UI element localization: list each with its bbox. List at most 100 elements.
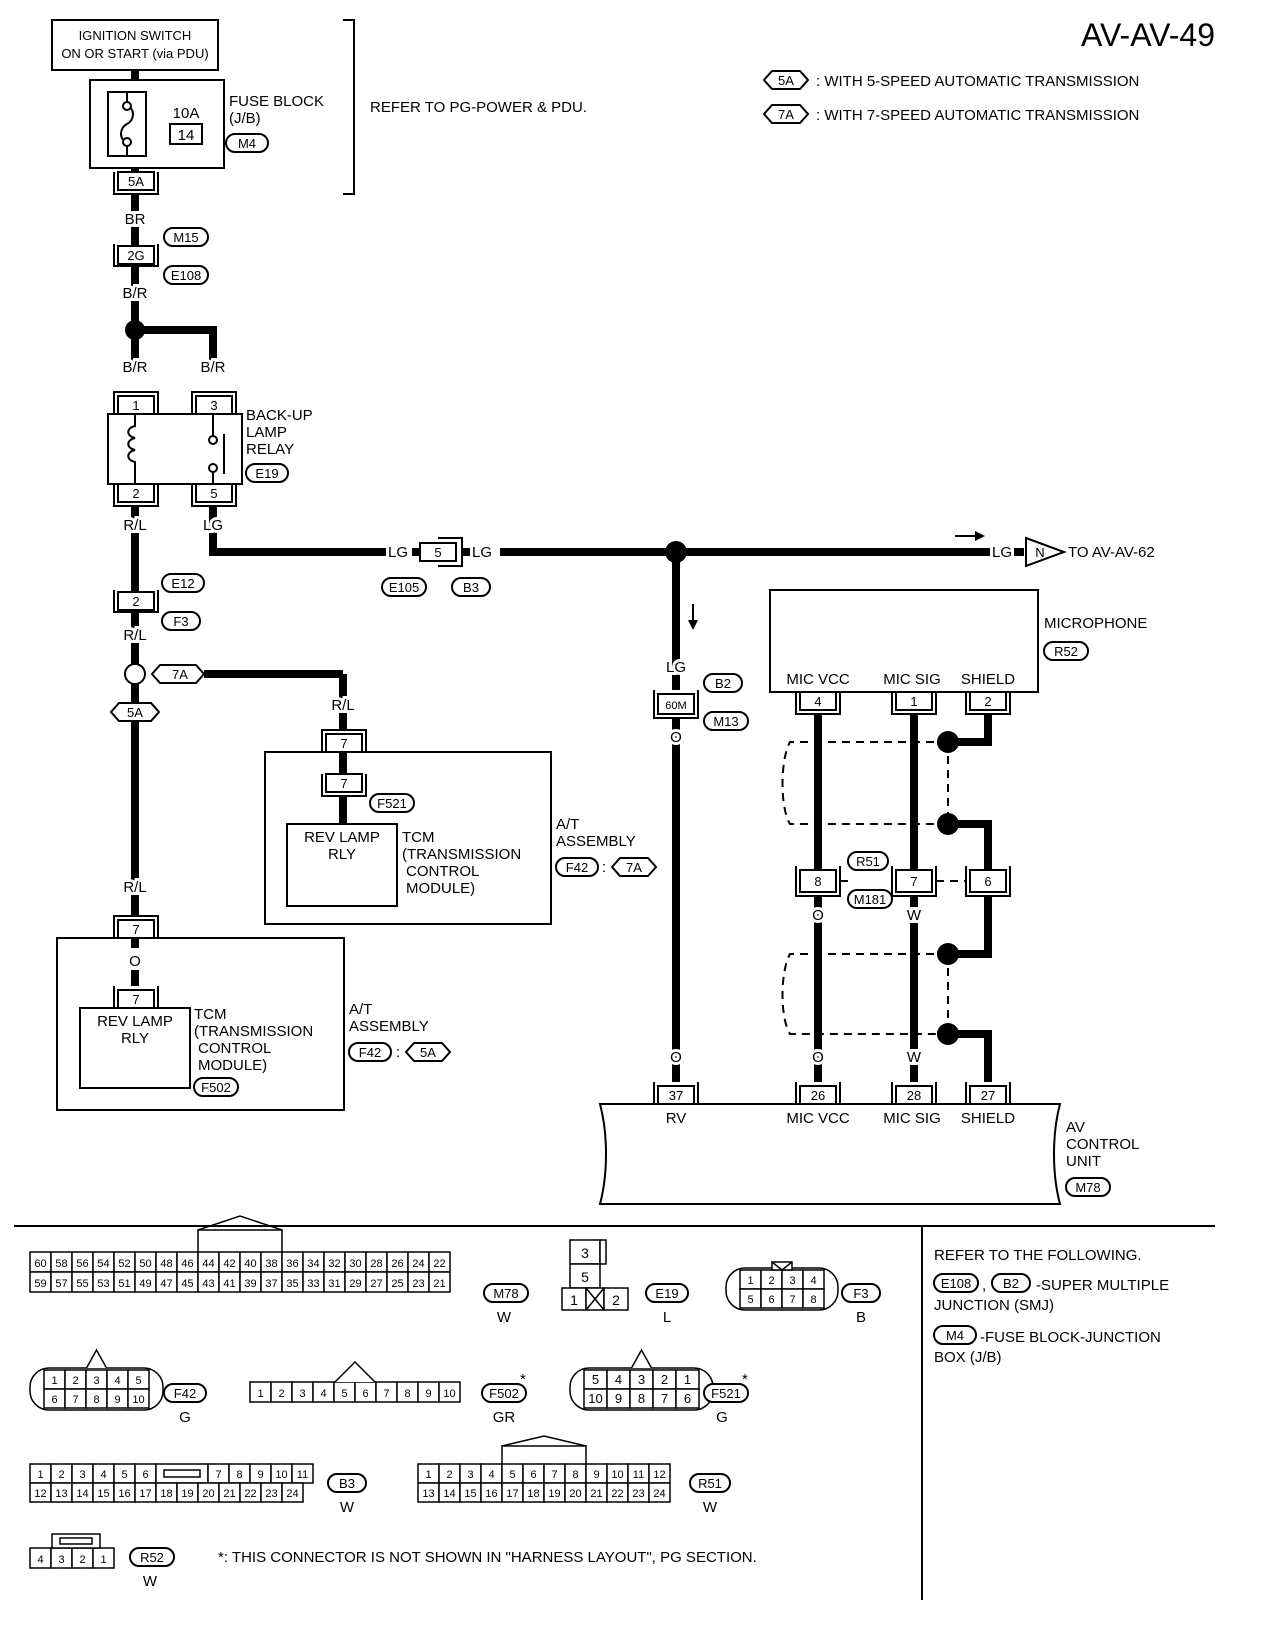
ignition-line1: IGNITION SWITCH xyxy=(79,28,192,43)
face-f42-pin: 7 xyxy=(72,1394,78,1406)
page-id: AV-AV-49 xyxy=(1081,17,1215,53)
face-f42-pin: 6 xyxy=(51,1394,57,1406)
tag-7a-text: 7A xyxy=(172,667,188,682)
face-m78-pin: 21 xyxy=(433,1278,445,1290)
face-m78-pin: 42 xyxy=(223,1258,235,1270)
face-r51-pin: 19 xyxy=(548,1488,560,1500)
face-m78-pin: 47 xyxy=(160,1278,172,1290)
mic-pin-1: 1 xyxy=(910,694,917,709)
face-f3-pin: 2 xyxy=(768,1275,774,1287)
face-m78-color: W xyxy=(497,1309,512,1326)
face-m78-pin: 26 xyxy=(391,1258,403,1270)
face-b3-pin: 23 xyxy=(265,1488,277,1500)
face-m78-pin: 43 xyxy=(202,1278,214,1290)
tag-5a-text: 5A xyxy=(127,705,143,720)
face-f3-pin: 6 xyxy=(768,1294,774,1306)
conn-m78: M78 xyxy=(1075,1180,1100,1195)
av-control-unit: 37 26 28 27 RV MIC VCC MIC SIG SHIELD xyxy=(598,1082,1062,1205)
tcm7a-rev1: REV LAMP xyxy=(304,829,380,846)
refer-comma: , xyxy=(982,1277,986,1294)
refer-jb2: BOX (J/B) xyxy=(934,1349,1002,1366)
relay-label1: BACK-UP xyxy=(246,407,313,424)
face-m78-pin: 28 xyxy=(370,1258,382,1270)
face-f521-pin: 10 xyxy=(588,1391,602,1406)
mic-pin-2: 2 xyxy=(984,694,991,709)
r51-pin-7: 7 xyxy=(910,874,917,889)
face-b3-pin: 13 xyxy=(55,1488,67,1500)
face-r51-pin: 13 xyxy=(422,1488,434,1500)
face-m78-pin: 51 xyxy=(118,1278,130,1290)
face-e19-id: E19 xyxy=(655,1286,678,1301)
face-f42-pin: 10 xyxy=(132,1394,144,1406)
face-m78-pin: 32 xyxy=(328,1258,340,1270)
wire-br-2: B/R xyxy=(122,285,147,302)
face-m78-pin: 40 xyxy=(244,1258,256,1270)
face-m78-pin: 24 xyxy=(412,1258,424,1270)
wire-o-av26: O xyxy=(812,1049,824,1066)
face-e19-pin: 2 xyxy=(612,1292,620,1308)
face-f502-pin: 5 xyxy=(341,1388,347,1400)
refer-jb1: -FUSE BLOCK-JUNCTION xyxy=(980,1329,1161,1346)
face-m78-pin: 48 xyxy=(160,1258,172,1270)
tcm7a-l2: (TRANSMISSION xyxy=(402,846,521,863)
fuse-jb-label: (J/B) xyxy=(229,110,261,127)
face-b3-pin: 9 xyxy=(257,1469,263,1481)
face-f521-pin: 6 xyxy=(684,1391,691,1406)
conn-f42-5a: F42 xyxy=(359,1045,381,1060)
legend-5a-text: : WITH 5-SPEED AUTOMATIC TRANSMISSION xyxy=(816,73,1139,90)
face-b3-pin: 2 xyxy=(58,1469,64,1481)
face-m78-pin: 58 xyxy=(55,1258,67,1270)
conn-e108: E108 xyxy=(171,268,201,283)
face-f502-pin: 2 xyxy=(278,1388,284,1400)
face-r51-pin: 5 xyxy=(509,1469,515,1481)
face-b3-pin: 6 xyxy=(142,1469,148,1481)
face-r51-pin: 6 xyxy=(530,1469,536,1481)
face-m78-pin: 59 xyxy=(34,1278,46,1290)
at7a-tag: 7A xyxy=(626,860,642,875)
face-b3-pin: 18 xyxy=(160,1488,172,1500)
refer-e108: E108 xyxy=(941,1276,971,1291)
face-f521-pin: 1 xyxy=(684,1372,691,1387)
face-f42-id: F42 xyxy=(174,1386,196,1401)
pin-2g: 2G xyxy=(127,248,144,263)
relay-pin-2: 2 xyxy=(132,486,139,501)
face-r51-id: R51 xyxy=(698,1476,722,1491)
face-f42-pin: 5 xyxy=(135,1375,141,1387)
mic-vcc-label: MIC VCC xyxy=(786,671,850,688)
conn-m15: M15 xyxy=(173,230,198,245)
face-b3-pin: 20 xyxy=(202,1488,214,1500)
backup-lamp-relay: 1 3 2 5 xyxy=(107,391,243,507)
refer-following: REFER TO THE FOLLOWING. xyxy=(934,1247,1142,1264)
face-r51-pin: 20 xyxy=(569,1488,581,1500)
face-f502-pin: 7 xyxy=(383,1388,389,1400)
relay-label3: RELAY xyxy=(246,441,294,458)
wire-br: BR xyxy=(125,211,146,228)
face-b3-pin: 15 xyxy=(97,1488,109,1500)
face-r51-pin: 16 xyxy=(485,1488,497,1500)
tcm5a-tcm: TCM xyxy=(194,1006,227,1023)
conn-f3: F3 xyxy=(173,614,188,629)
face-b3-pin: 21 xyxy=(223,1488,235,1500)
av-rv-label: RV xyxy=(666,1110,687,1127)
face-f42-pin: 9 xyxy=(114,1394,120,1406)
face-r51-pin: 4 xyxy=(488,1469,494,1481)
face-r51-pin: 8 xyxy=(572,1469,578,1481)
conn-f502: F502 xyxy=(201,1080,231,1095)
face-m78-pin: 53 xyxy=(97,1278,109,1290)
face-b3-pin: 3 xyxy=(79,1469,85,1481)
face-m78-pin: 35 xyxy=(286,1278,298,1290)
microphone-label: MICROPHONE xyxy=(1044,615,1147,632)
face-r51-pin: 21 xyxy=(590,1488,602,1500)
mic-sig-label: MIC SIG xyxy=(883,671,941,688)
face-m78-pin: 25 xyxy=(391,1278,403,1290)
microphone: MIC VCC MIC SIG SHIELD 4 1 2 xyxy=(769,589,1039,715)
tcm5a-rev1: REV LAMP xyxy=(97,1013,173,1030)
wire-o-m13: O xyxy=(670,729,682,746)
face-m78-pin: 52 xyxy=(118,1258,130,1270)
face-f42-pin: 1 xyxy=(51,1375,57,1387)
fuse-amp: 10A xyxy=(173,105,200,122)
tcm5a-l2: (TRANSMISSION xyxy=(194,1023,313,1040)
tcm5a-l3: CONTROL xyxy=(198,1040,271,1057)
face-f502-pin: 6 xyxy=(362,1388,368,1400)
at5a-tag: 5A xyxy=(420,1045,436,1060)
